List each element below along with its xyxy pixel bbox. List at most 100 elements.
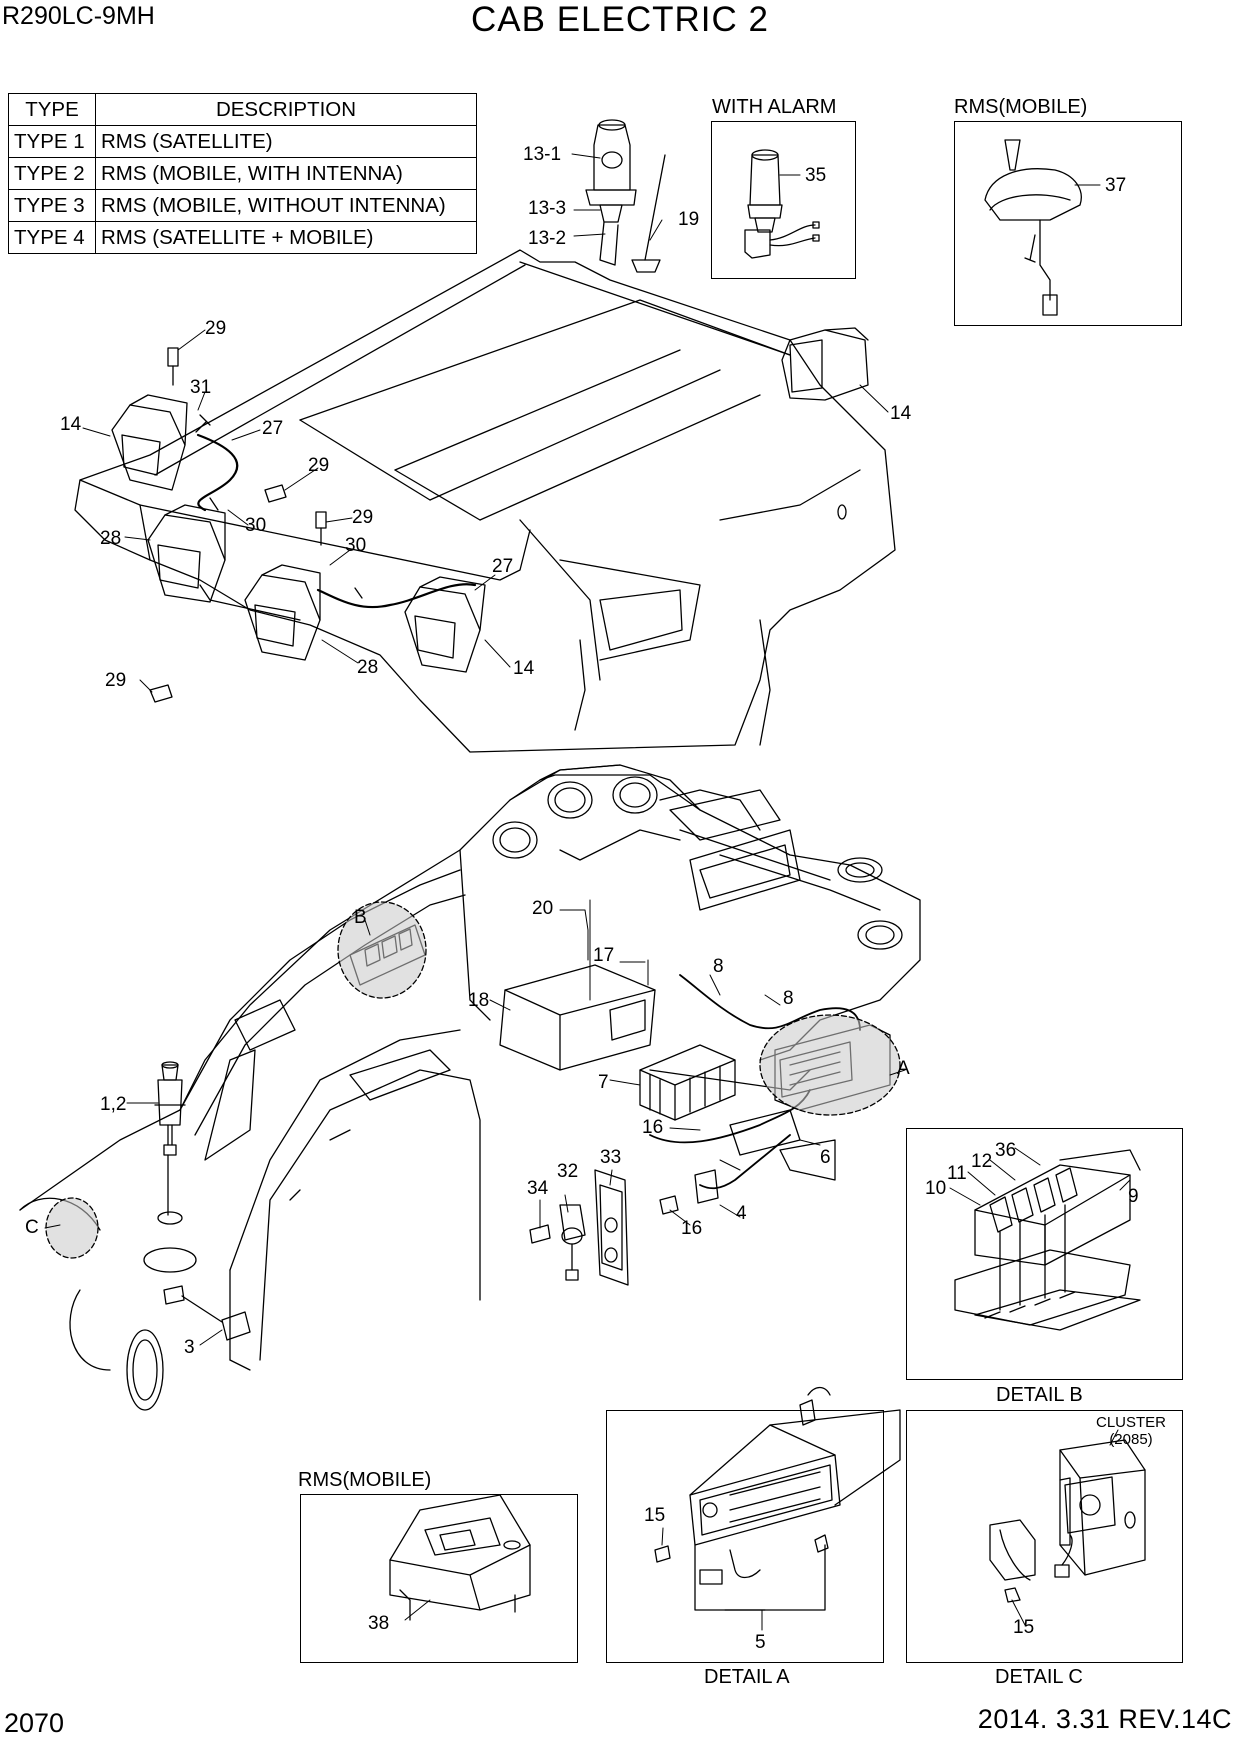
- callout-7: 7: [598, 1072, 609, 1093]
- leader-lines-detail-a: [662, 1528, 762, 1630]
- with-alarm-box: [711, 121, 856, 279]
- alarm-beacon: [745, 150, 819, 258]
- callout-29-mid: 29: [308, 455, 330, 476]
- rms-mobile-caption-bottom: RMS(MOBILE): [298, 1469, 432, 1491]
- table-row: TYPE 1 RMS (SATELLITE): [8, 125, 477, 158]
- cab-roof-outline: [75, 250, 895, 752]
- work-lamp-right-rear: [782, 328, 868, 400]
- callout-28-left: 28: [100, 528, 122, 549]
- callout-8-upper: 8: [713, 956, 724, 977]
- callout-14-right: 14: [890, 403, 912, 424]
- callout-8-lower: 8: [783, 988, 794, 1009]
- type-cell: TYPE 2: [8, 157, 96, 190]
- detail-b-caption: DETAIL B: [996, 1384, 1083, 1406]
- callout-detail-c: C: [25, 1217, 39, 1238]
- beacon-lamp: [586, 120, 636, 265]
- callout-27-left: 27: [262, 418, 284, 439]
- type-table-header-row: TYPE DESCRIPTION: [8, 93, 477, 126]
- leader-lines-detail-b: [950, 1148, 1130, 1205]
- leader-lines-rms-bottom: [405, 1600, 430, 1620]
- callout-11: 11: [947, 1163, 967, 1184]
- callout-detail-a: A: [897, 1058, 910, 1079]
- description-cell: RMS (MOBILE, WITHOUT INTENNA): [95, 189, 477, 222]
- callout-29-bottom: 29: [105, 670, 127, 691]
- page-number: 2070: [4, 1708, 65, 1738]
- detail-a-caption: DETAIL A: [704, 1666, 790, 1688]
- rms-mobile-antenna-box: [954, 121, 1182, 326]
- detail-c-caption: DETAIL C: [995, 1666, 1083, 1688]
- callout-1-2: 1,2: [100, 1094, 127, 1115]
- dashboard-vents: [493, 777, 902, 949]
- detail-c-cluster: [990, 1440, 1145, 1602]
- revision-date: 2014. 3.31 REV.14C: [977, 1704, 1232, 1734]
- callout-30-left: 30: [245, 515, 267, 536]
- upper-console-panel: [670, 790, 800, 910]
- power-socket: [155, 1062, 185, 1224]
- controller-box-18: [500, 965, 655, 1070]
- with-alarm-caption: WITH ALARM: [712, 96, 837, 118]
- cluster-reference: (2085): [1109, 1431, 1153, 1448]
- cluster-caption: CLUSTER (2085): [1090, 1414, 1172, 1448]
- callout-36: 36: [995, 1140, 1017, 1161]
- rms-mobile-unit: [390, 1495, 530, 1620]
- callout-31: 31: [190, 377, 212, 398]
- callout-13-1: 13-1: [523, 144, 562, 165]
- callout-9: 9: [1128, 1186, 1139, 1207]
- callout-6: 6: [820, 1147, 831, 1168]
- callout-13-2: 13-2: [528, 228, 567, 249]
- description-column-header: DESCRIPTION: [95, 93, 477, 126]
- callout-37: 37: [1105, 175, 1127, 196]
- callout-38: 38: [368, 1613, 390, 1634]
- callout-5: 5: [755, 1632, 766, 1653]
- controller-box-7: [640, 1045, 735, 1120]
- callout-29-center: 29: [352, 507, 374, 528]
- detail-c-box: [906, 1410, 1183, 1663]
- type-cell: TYPE 4: [8, 221, 96, 254]
- rms-mobile-antenna: [985, 140, 1100, 315]
- callout-20: 20: [532, 898, 554, 919]
- work-lamp-left-rear: [112, 395, 187, 490]
- callout-15-detail-c: 15: [1013, 1617, 1035, 1638]
- callout-30-center: 30: [345, 535, 367, 556]
- rms-mobile-caption-top: RMS(MOBILE): [954, 96, 1088, 118]
- work-lamp-right-front: [405, 577, 485, 672]
- callout-3: 3: [184, 1337, 195, 1358]
- lamp-wiring-harness: [198, 435, 475, 607]
- detail-b-switches: [955, 1150, 1140, 1330]
- page-title: CAB ELECTRIC 2: [471, 0, 769, 39]
- callout-16-lower: 16: [681, 1218, 703, 1239]
- callout-14-center: 14: [513, 658, 535, 679]
- type-cell: TYPE 3: [8, 189, 96, 222]
- callout-29-top: 29: [205, 318, 227, 339]
- description-cell: RMS (SATELLITE): [95, 125, 477, 158]
- callout-32: 32: [557, 1161, 579, 1182]
- callout-15-detail-a: 15: [644, 1505, 666, 1526]
- description-cell: RMS (SATELLITE + MOBILE): [95, 221, 477, 254]
- callout-35: 35: [805, 165, 827, 186]
- callout-16-upper: 16: [642, 1117, 664, 1138]
- leader-lines-detail-c: [1012, 1430, 1118, 1625]
- connector-3: [164, 1286, 250, 1340]
- callout-12: 12: [971, 1151, 993, 1172]
- callout-10: 10: [925, 1178, 947, 1199]
- callout-33: 33: [600, 1147, 622, 1168]
- leader-lines-top: [83, 154, 888, 692]
- bolts: [150, 348, 362, 702]
- table-row: TYPE 3 RMS (MOBILE, WITHOUT INTENNA): [8, 189, 477, 222]
- callout-13-3: 13-3: [528, 198, 567, 219]
- callout-14-left: 14: [60, 414, 82, 435]
- detail-b-box: [906, 1128, 1183, 1380]
- model-number: R290LC-9MH: [2, 2, 155, 30]
- antenna: [632, 155, 665, 272]
- detail-circles: [46, 902, 900, 1258]
- detail-a-radio: [655, 1388, 900, 1611]
- callout-28-center: 28: [357, 657, 379, 678]
- callout-27-right: 27: [492, 556, 514, 577]
- detail-a-box: [606, 1410, 884, 1663]
- callout-34: 34: [527, 1178, 549, 1199]
- work-lamp-center-front: [245, 565, 320, 660]
- description-cell: RMS (MOBILE, WITH INTENNA): [95, 157, 477, 190]
- type-table: TYPE DESCRIPTION TYPE 1 RMS (SATELLITE) …: [8, 93, 477, 254]
- callout-18: 18: [468, 990, 490, 1011]
